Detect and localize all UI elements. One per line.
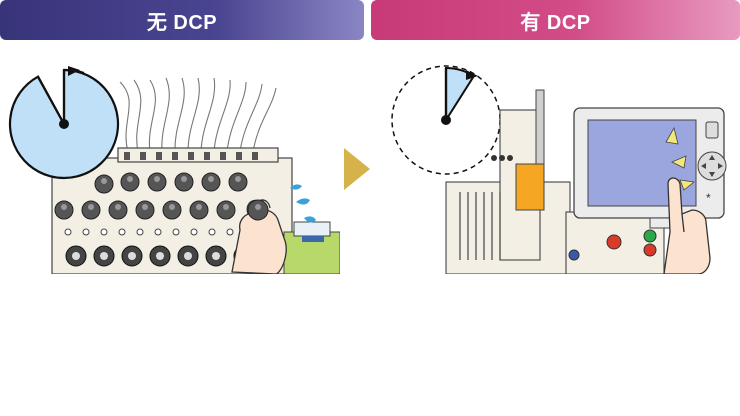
stopwatch-icon [8,66,120,180]
clock-direction-arrowhead [466,70,478,80]
tap-indicator [665,126,695,191]
illustration-without-dcp [8,66,340,274]
oil-bottle [283,221,340,274]
threads [119,77,277,153]
needle-holes [64,228,234,236]
illustration-with-dcp: * [391,65,727,274]
control-box [565,211,665,274]
water-drops-icon [290,184,316,223]
dcp-touch-panel: * [573,107,727,229]
banner-title-without-dcp: 无 DCP [146,11,218,34]
banner-title-with-dcp: 有 DCP [520,11,591,34]
machine-column [445,89,571,274]
svg-text:*: * [706,191,711,205]
tension-knobs-row-2 [54,200,236,220]
knob-highlights [61,176,241,210]
banner-with-dcp: 有 DCP [371,0,740,40]
clock-hand-elapsed [37,76,65,125]
stopwatch-icon [391,65,501,175]
knob-in-hand [247,199,269,221]
banner-without-dcp: 无 DCP [0,0,364,40]
arrow-right-icon [344,148,370,190]
hand-icon [663,177,711,274]
